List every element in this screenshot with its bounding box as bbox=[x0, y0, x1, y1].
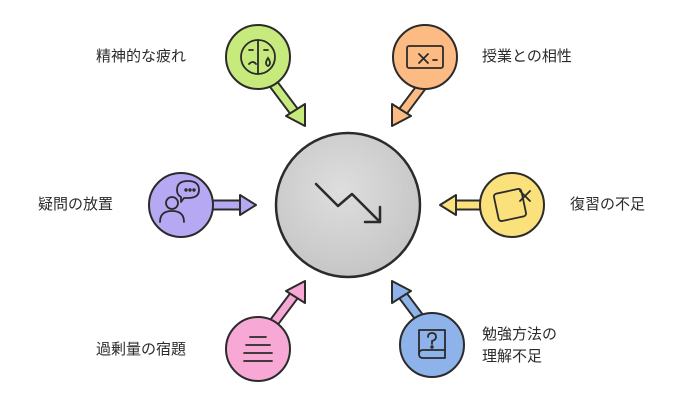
label-unresolved-questions: 疑問の放置 bbox=[38, 195, 114, 213]
mismatch-window-icon bbox=[406, 45, 444, 69]
label-lack-of-study-method-line1: 勉強方法の bbox=[482, 325, 558, 343]
arrow-mental-fatigue bbox=[266, 76, 306, 127]
thinking-person-icon bbox=[159, 180, 200, 223]
node-lack-of-study-method bbox=[399, 312, 465, 378]
node-excessive-homework bbox=[225, 316, 291, 382]
text-lines-icon bbox=[243, 336, 273, 362]
downward-trend-icon bbox=[314, 182, 382, 224]
label-lack-of-study-method-line2: 理解不足 bbox=[482, 347, 543, 365]
arrow-unresolved-questions bbox=[207, 194, 257, 216]
node-lesson-compatibility bbox=[392, 24, 458, 90]
question-book-icon bbox=[418, 329, 446, 359]
node-unresolved-questions bbox=[148, 172, 214, 238]
crossed-box-icon bbox=[493, 188, 531, 222]
label-lack-of-review: 復習の不足 bbox=[570, 195, 646, 213]
node-mental-fatigue bbox=[225, 24, 291, 90]
node-lack-of-review bbox=[479, 172, 545, 238]
sad-face-tear-icon bbox=[240, 39, 276, 75]
center-node bbox=[274, 131, 422, 279]
label-mental-fatigue: 精神的な疲れ bbox=[96, 47, 187, 65]
label-excessive-homework: 過剰量の宿題 bbox=[96, 340, 187, 358]
arrow-lack-of-review bbox=[439, 194, 486, 216]
arrow-excessive-homework bbox=[266, 280, 306, 331]
label-lesson-compatibility: 授業との相性 bbox=[482, 47, 572, 65]
